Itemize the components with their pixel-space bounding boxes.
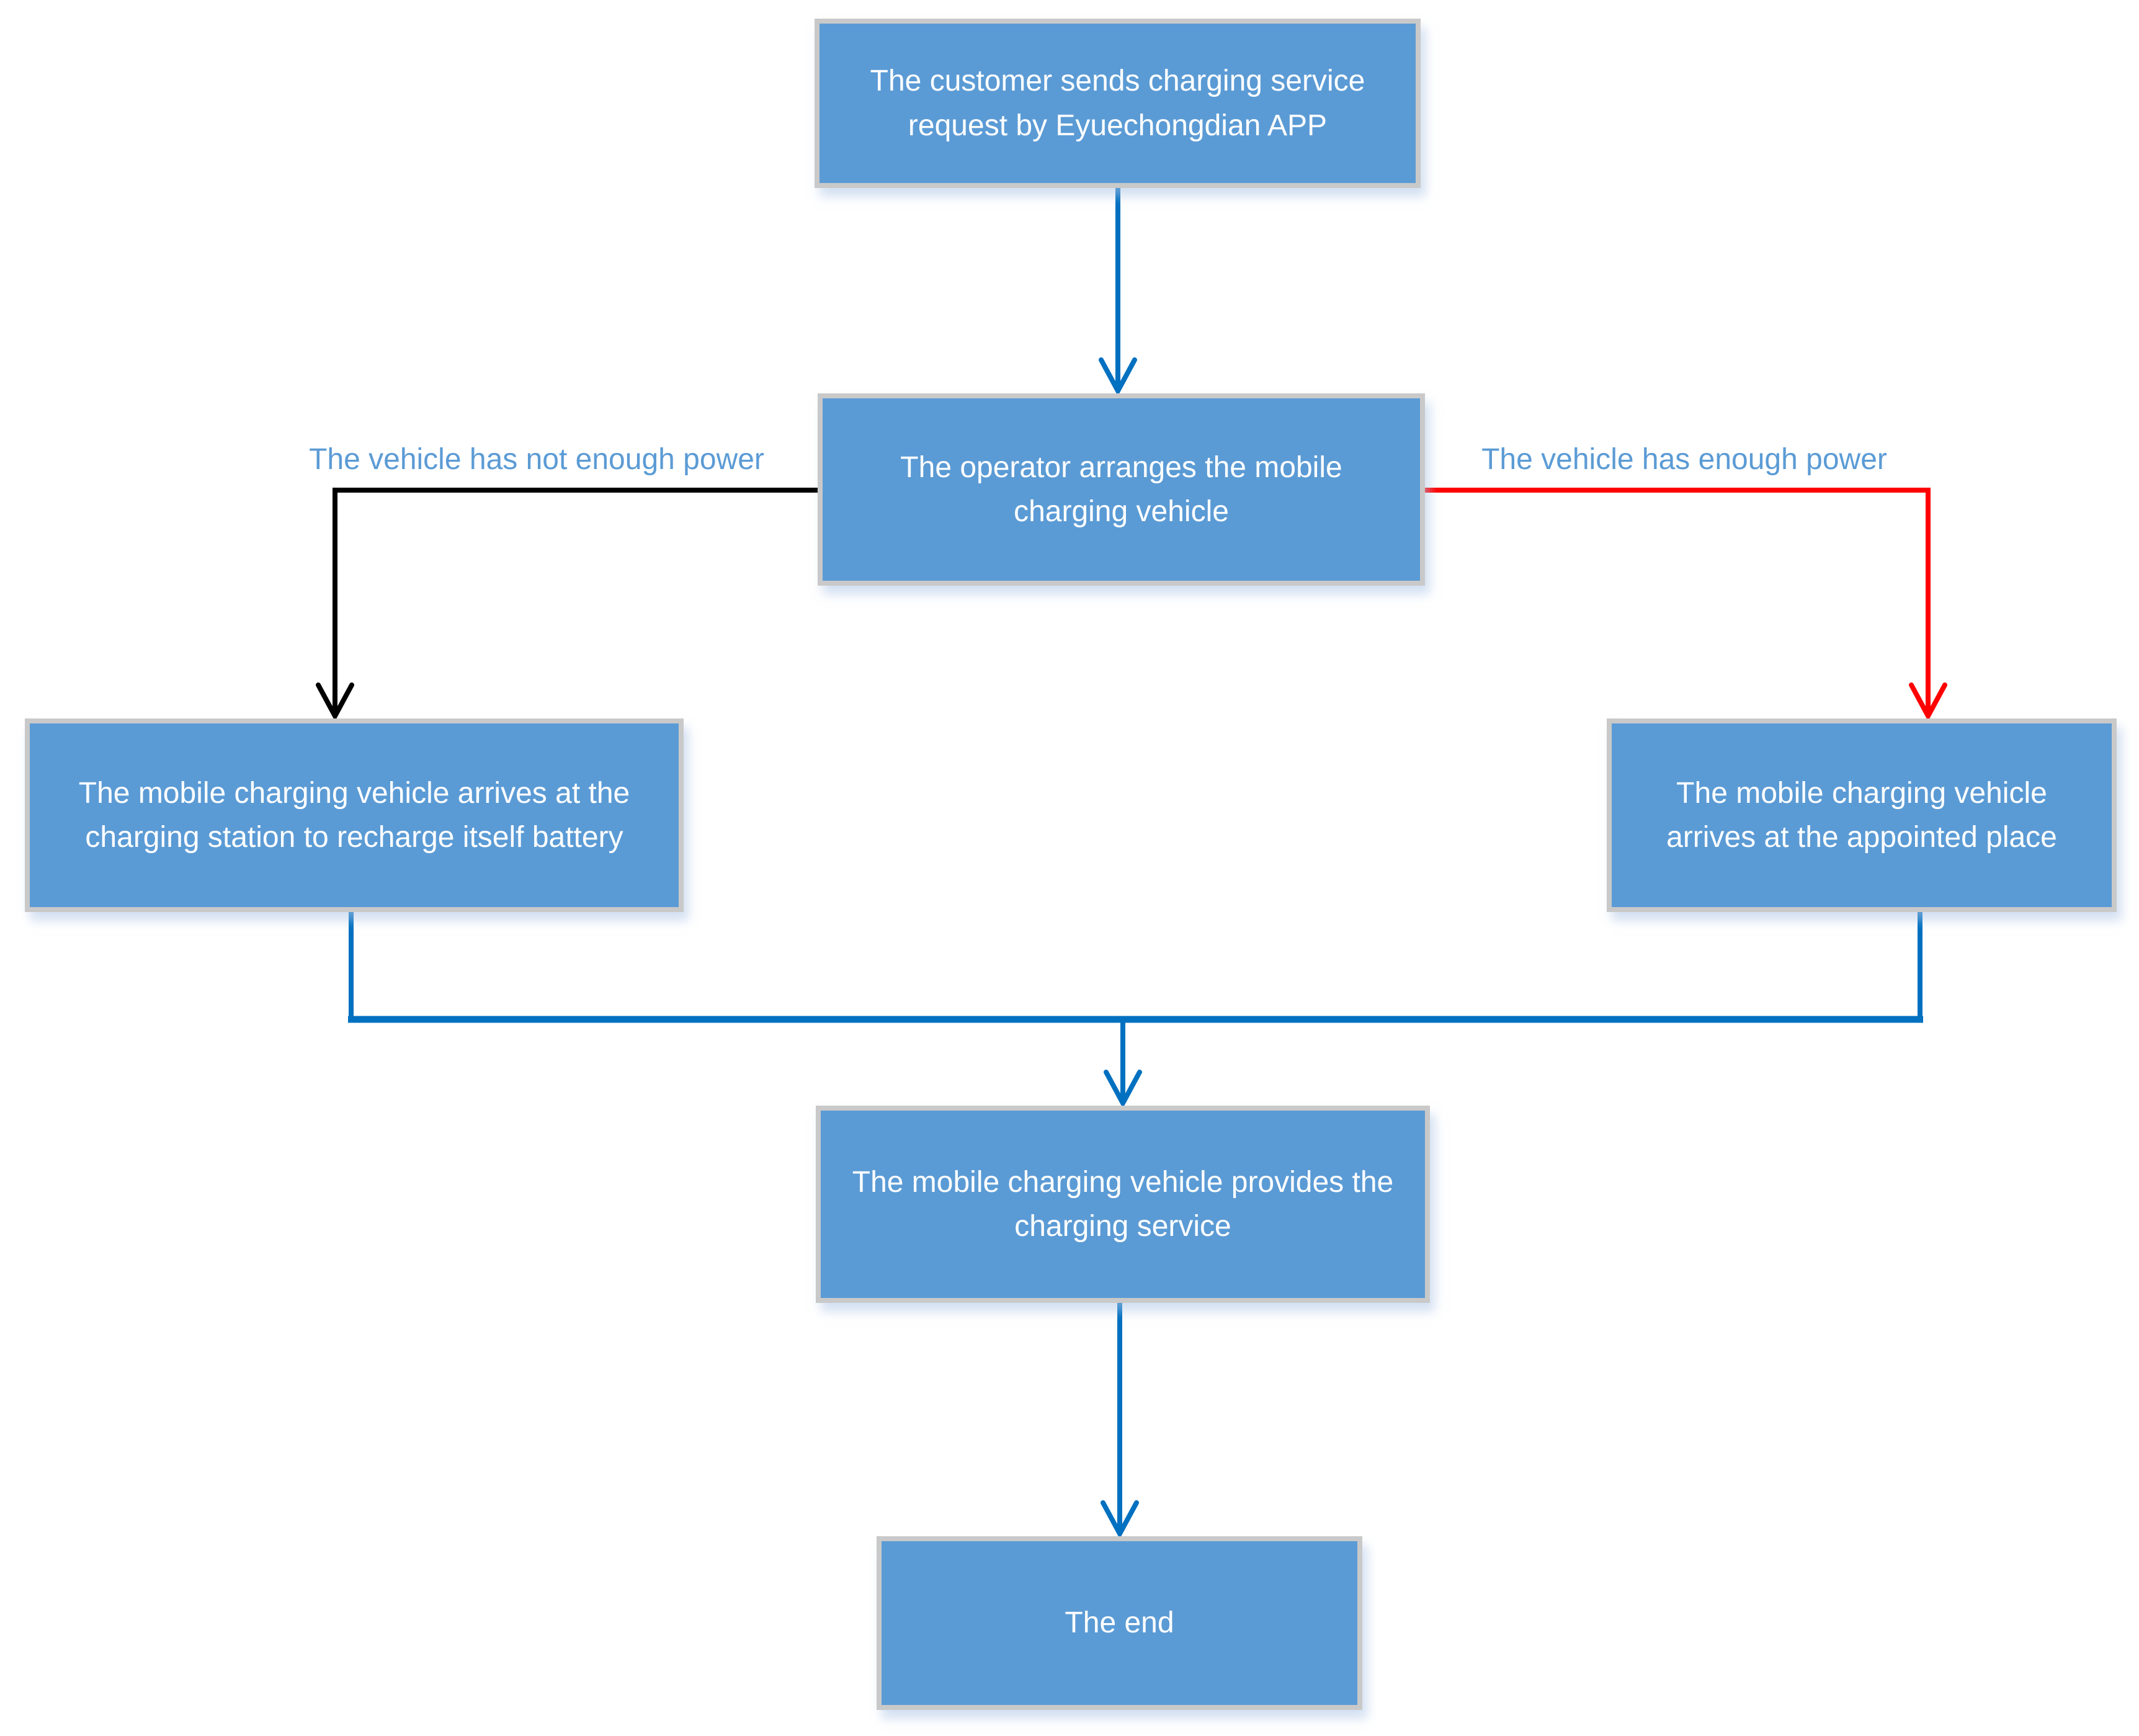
edge-start-to-operator: [1099, 188, 1137, 396]
node-recharge-at-station: The mobile charging vehicle arrives at t…: [25, 718, 684, 912]
node-customer-request: The customer sends charging service requ…: [815, 19, 1421, 188]
node-the-end: The end: [877, 1536, 1362, 1710]
edge-service-to-end: [1101, 1303, 1139, 1539]
edge-label-enough-power: The vehicle has enough power: [1481, 443, 1887, 476]
edge-merge-to-service: [348, 912, 1923, 1109]
edge-operator-to-recharge: [316, 488, 818, 722]
arrowhead-down-black: [316, 682, 354, 722]
edge-label-not-enough-power: The vehicle has not enough power: [309, 443, 764, 476]
node-provides-charging-service: The mobile charging vehicle provides the…: [816, 1106, 1430, 1303]
arrowhead-down-blue: [1099, 357, 1137, 396]
node-arrives-appointed-place: The mobile charging vehicle arrives at t…: [1607, 718, 2117, 912]
arrowhead-down-blue: [1101, 1500, 1139, 1539]
arrowhead-down-red: [1909, 682, 1947, 722]
node-operator-arranges: The operator arranges the mobile chargin…: [818, 393, 1425, 586]
edge-operator-to-appointed: [1425, 488, 1947, 722]
arrowhead-down-blue: [1104, 1070, 1142, 1109]
